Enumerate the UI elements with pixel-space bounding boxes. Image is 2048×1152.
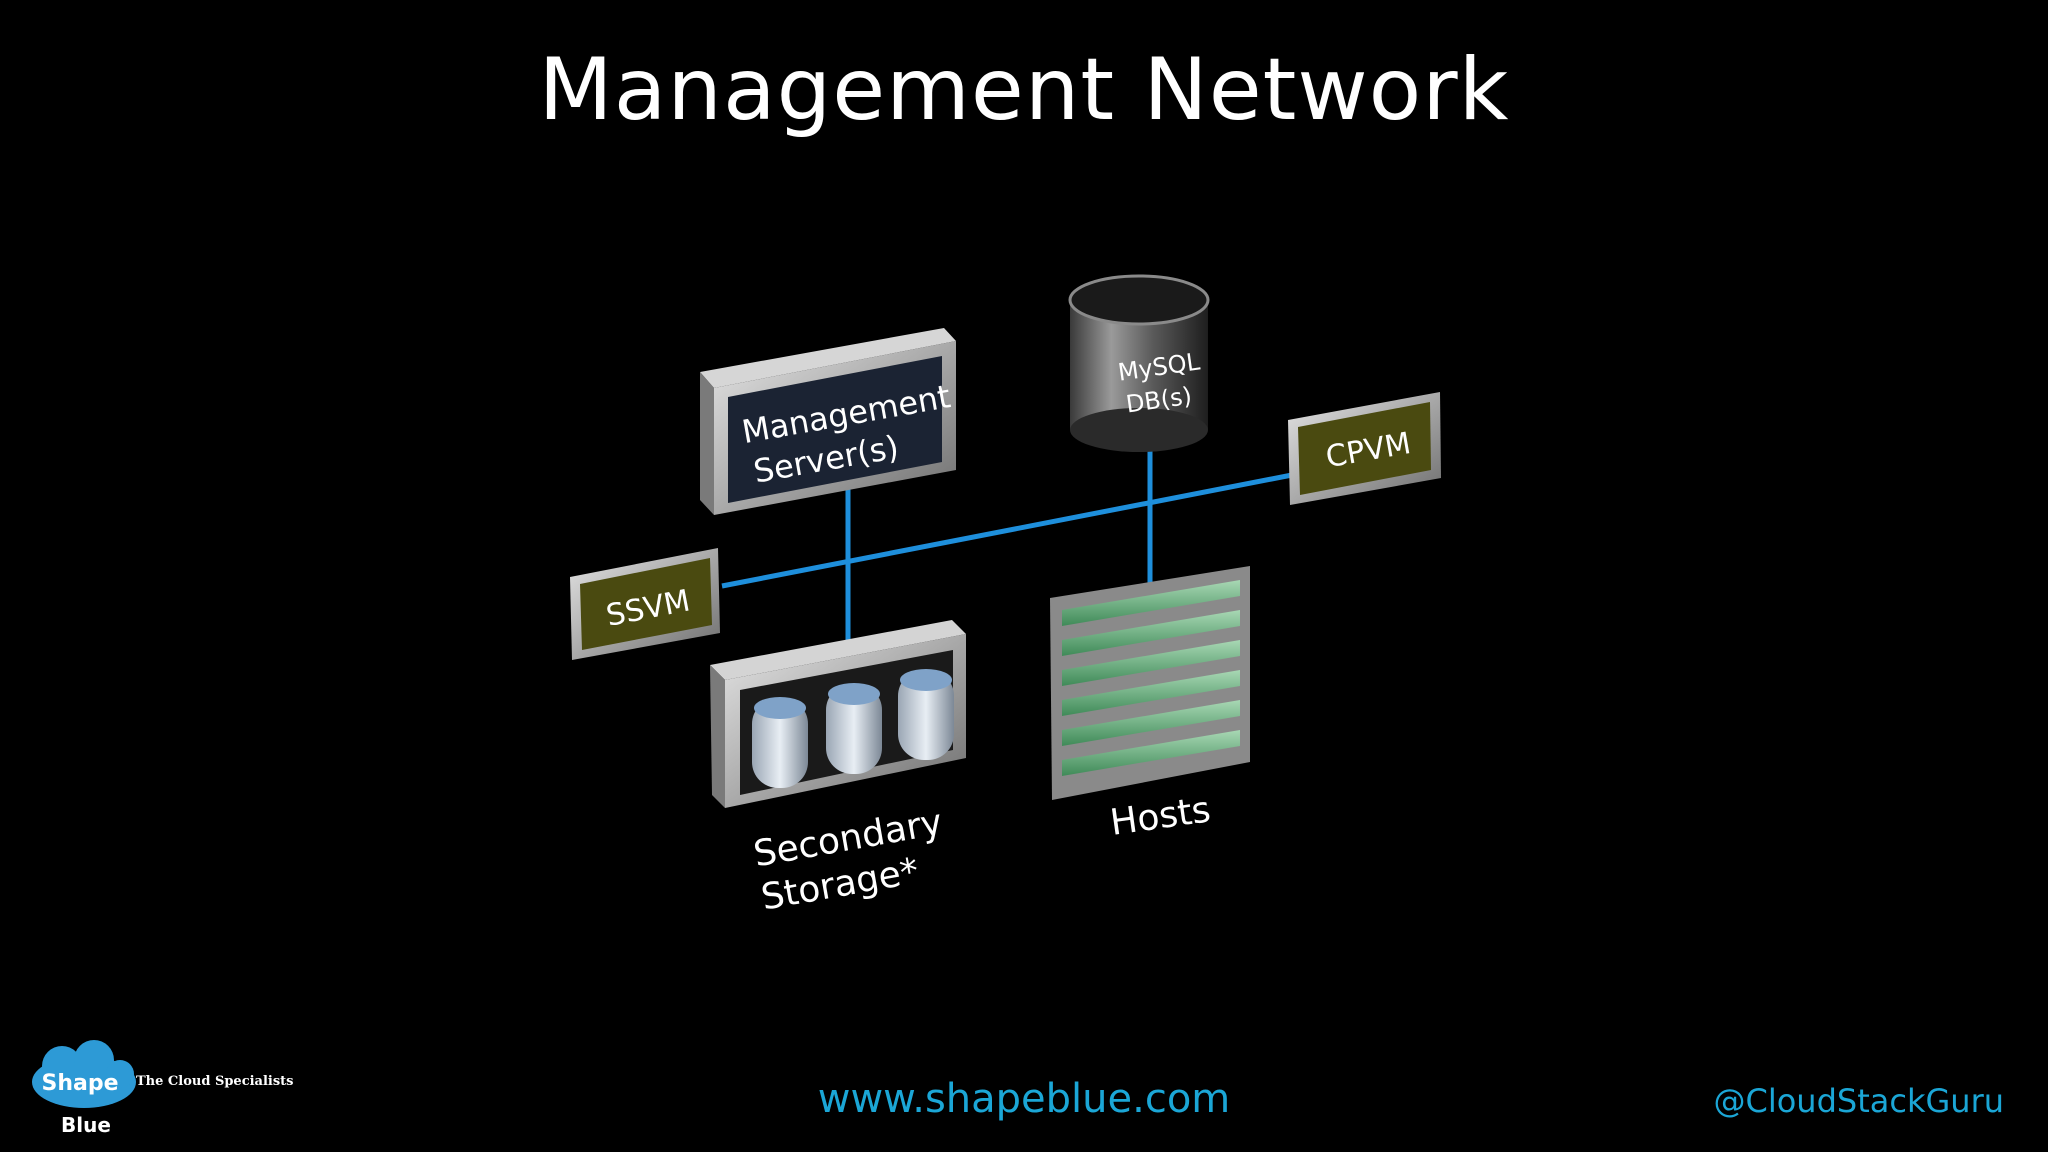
storage-disk bbox=[898, 669, 954, 760]
backbone-link bbox=[721, 472, 1293, 589]
storage-disk bbox=[752, 697, 808, 788]
host-server bbox=[1062, 640, 1240, 686]
shapeblue-logo: Shape Blue bbox=[32, 1040, 136, 1137]
host-server bbox=[1062, 580, 1240, 626]
mysql-db-node: MySQL DB(s) bbox=[1068, 274, 1210, 452]
logo-tagline: The Cloud Specialists bbox=[136, 1074, 294, 1089]
management-server-node: Management Server(s) bbox=[700, 328, 956, 515]
logo-word-shape: Shape bbox=[41, 1071, 118, 1096]
host-server bbox=[1062, 610, 1240, 656]
footer-website-link[interactable]: www.shapeblue.com bbox=[817, 1076, 1231, 1122]
secondary-storage-node: Secondary Storage* bbox=[710, 620, 966, 919]
storage-disk bbox=[826, 683, 882, 774]
ssvm-node: SSVM bbox=[570, 548, 720, 660]
host-server bbox=[1062, 700, 1240, 746]
hosts-node: Hosts bbox=[1050, 566, 1250, 844]
host-server bbox=[1062, 670, 1240, 716]
footer-twitter-handle[interactable]: @CloudStackGuru bbox=[1713, 1082, 2004, 1120]
host-server bbox=[1062, 730, 1240, 776]
logo-word-blue: Blue bbox=[61, 1113, 111, 1137]
hosts-label: Hosts bbox=[1108, 789, 1213, 844]
network-links bbox=[721, 448, 1293, 652]
cpvm-node: CPVM bbox=[1288, 392, 1441, 505]
slide-title: Management Network bbox=[538, 40, 1510, 140]
cloud-icon bbox=[32, 1040, 136, 1108]
